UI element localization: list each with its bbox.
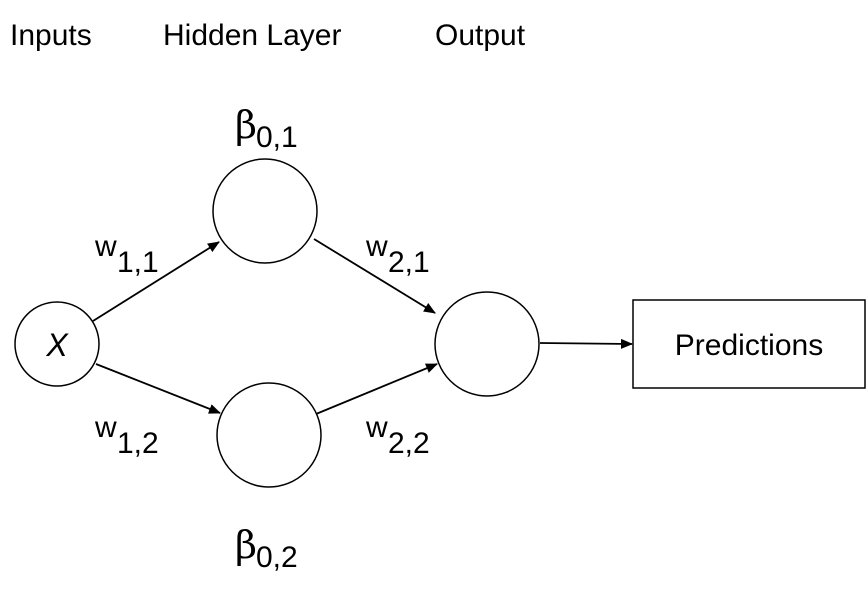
weight-w12-symbol: w <box>94 411 117 444</box>
weight-w21-symbol: w <box>365 230 388 263</box>
bias-2-symbol: β <box>235 523 257 567</box>
edge-hidden-2-to-output <box>315 363 438 415</box>
predictions-box: Predictions <box>632 299 866 389</box>
input-node: X <box>14 301 100 387</box>
predictions-label: Predictions <box>675 329 823 362</box>
bias-1-symbol: β <box>235 103 257 147</box>
output-node <box>434 291 540 397</box>
edge-input-to-hidden-1 <box>92 241 220 322</box>
weight-label-w22: w 2,2 <box>365 411 430 460</box>
header-hidden-layer: Hidden Layer <box>163 19 341 52</box>
weight-label-w11: w 1,1 <box>94 230 159 279</box>
header-output: Output <box>435 19 526 52</box>
weight-w12-subscript: 1,2 <box>117 427 159 460</box>
weight-w11-symbol: w <box>94 230 117 263</box>
weight-w22-subscript: 2,2 <box>388 427 430 460</box>
header-inputs: Inputs <box>10 19 92 52</box>
edge-input-to-hidden-2 <box>95 363 221 414</box>
edge-hidden-1-to-output <box>313 238 436 314</box>
bias-label-1: β 0,1 <box>235 103 298 154</box>
weight-label-w21: w 2,1 <box>365 230 430 279</box>
hidden-node-2 <box>216 382 322 488</box>
bias-2-subscript: 0,2 <box>256 541 298 574</box>
edge-output-to-predictions <box>539 338 633 349</box>
weight-w11-subscript: 1,1 <box>117 246 159 279</box>
hidden-node-1 <box>212 158 318 264</box>
bias-1-subscript: 0,1 <box>256 121 298 154</box>
input-node-label: X <box>45 327 69 363</box>
weight-w21-subscript: 2,1 <box>388 246 430 279</box>
weight-w22-symbol: w <box>365 411 388 444</box>
bias-label-2: β 0,2 <box>235 523 298 574</box>
weight-label-w12: w 1,2 <box>94 411 159 460</box>
